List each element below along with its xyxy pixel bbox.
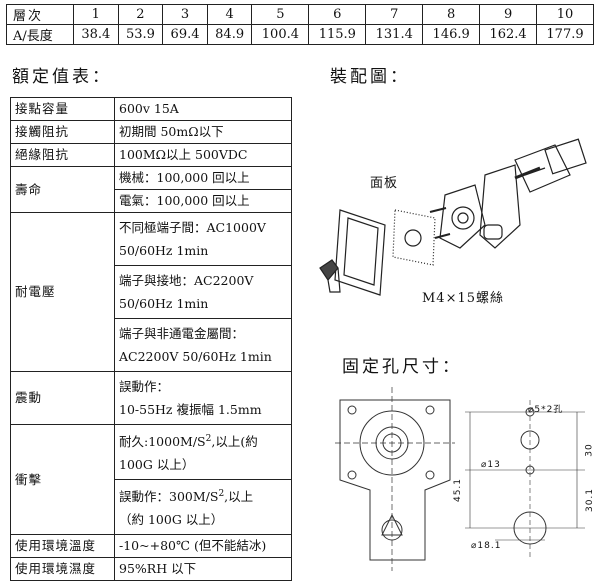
spec-row: 接點容量 600v 15A [10, 97, 292, 121]
spec-text: ,以上 [224, 489, 254, 505]
mounting-hole-dimensions [465, 400, 585, 560]
dim-h30b: 30.1 [585, 487, 596, 513]
spec-value: 耐久:1000M/S2,以上(約 100G 以上） [114, 423, 292, 481]
spec-value: 95%RH 以下 [114, 557, 292, 581]
spec-label: 使用環境溫度 [10, 534, 115, 559]
spec-label: 衝擊 [10, 423, 115, 536]
spec-row: 電氣：100,000 回以上 [11, 189, 292, 213]
spec-line: 誤動作：300M/S2,以上 [119, 483, 287, 508]
spec-line: 不同極端子間：AC1000V [119, 220, 266, 235]
level-cell: 9 [479, 4, 538, 25]
spec-text: 耐久:1000M/S [119, 434, 206, 450]
spec-row: 絕緣阻抗 100MΩ以上 500VDC [10, 143, 292, 167]
spec-text: ,以上(約 [211, 434, 258, 450]
level-cell: 2 [117, 4, 164, 25]
spec-label: 接觸阻抗 [10, 120, 115, 144]
mount-title: 固定孔尺寸： [342, 357, 462, 377]
spec-value: 600v 15A [114, 97, 292, 121]
spec-value: 誤動作： 10-55Hz 複振幅 1.5mm [114, 371, 292, 425]
spec-label: 接點容量 [10, 97, 115, 121]
spec-line: AC2200V 50/60Hz 1min [119, 349, 272, 364]
spec-value: 100MΩ以上 500VDC [114, 143, 292, 167]
length-cell: 162.4 [479, 24, 538, 45]
length-cell: 131.4 [365, 24, 424, 45]
spec-label: 絕緣阻抗 [10, 143, 115, 167]
length-cell: 100.4 [251, 24, 310, 45]
length-header: A/長度 [6, 24, 74, 45]
panel-label: 面板 [370, 176, 399, 191]
level-header: 層次 [6, 4, 74, 25]
spec-line: 耐久:1000M/S2,以上(約 [119, 428, 287, 453]
spec-row: 端子與接地：AC2200V 50/60Hz 1min [11, 265, 292, 319]
level-cell: 6 [308, 4, 367, 25]
level-cell: 4 [206, 4, 253, 25]
length-cell: 84.9 [206, 24, 253, 45]
spec-value: 電氣：100,000 回以上 [114, 189, 292, 213]
spec-line: 10-55Hz 複振幅 1.5mm [119, 402, 262, 417]
spec-value: 誤動作：300M/S2,以上（約 100G 以上） [114, 479, 292, 536]
spec-line: （約 100G 以上） [119, 512, 224, 528]
spec-value: 端子與接地：AC2200V 50/60Hz 1min [114, 265, 292, 319]
assembly-title: 裝配圖： [330, 67, 410, 87]
length-cell: 53.9 [117, 24, 164, 45]
spec-line: 誤動作： [119, 379, 170, 394]
level-cell: 8 [422, 4, 481, 25]
ratings-table: 接點容量 600v 15A 接觸阻抗 初期間 50mΩ以下 絕緣阻抗 100MΩ… [10, 97, 292, 581]
spec-text: 誤動作：300M/S [119, 489, 219, 505]
length-cell: 115.9 [308, 24, 367, 45]
spec-line: 端子與接地：AC2200V [119, 273, 254, 288]
spec-row: 接觸阻抗 初期間 50mΩ以下 [10, 120, 292, 144]
spec-label: 壽命 [10, 166, 115, 213]
spec-row: 端子與非通電金屬間： AC2200V 50/60Hz 1min [11, 318, 292, 372]
spec-line: 50/60Hz 1min [119, 243, 209, 258]
spec-value: 端子與非通電金屬間： AC2200V 50/60Hz 1min [114, 318, 292, 372]
level-row: 層次 1 2 3 4 5 6 7 8 9 10 [6, 4, 594, 25]
spec-value: 初期間 50mΩ以下 [114, 120, 292, 144]
level-cell: 5 [251, 4, 310, 25]
spec-value: 機械：100,000 回以上 [114, 166, 292, 190]
dim-h45: 45.1 [453, 477, 464, 503]
spec-exponent: 2 [205, 434, 212, 444]
spec-row: 耐電壓 不同極端子間：AC1000V 50/60Hz 1min [10, 212, 292, 372]
spec-label: 耐電壓 [10, 212, 115, 372]
spec-line: 端子與非通電金屬間： [119, 326, 245, 341]
length-cell: 69.4 [162, 24, 208, 45]
length-cell: 146.9 [422, 24, 481, 45]
level-cell: 10 [536, 4, 594, 25]
spec-row: 使用環境濕度 95%RH 以下 [10, 557, 292, 581]
level-cell: 1 [73, 4, 119, 25]
assembly-drawing [319, 138, 587, 296]
spec-value: 不同極端子間：AC1000V 50/60Hz 1min [114, 212, 292, 266]
dim-d13: ⌀13 [481, 460, 501, 470]
length-row: A/長度 38.4 53.9 69.4 84.9 100.4 115.9 131… [6, 24, 594, 45]
dim-d18: ⌀18.1 [471, 541, 502, 551]
spec-line: 100G 以上） [119, 457, 195, 473]
ratings-title: 額定值表： [12, 67, 112, 87]
mounting-outline-drawing [335, 387, 455, 571]
screw-label: M4×15螺絲 [422, 291, 505, 306]
spec-exponent: 2 [218, 489, 225, 500]
spec-line: 50/60Hz 1min [119, 296, 209, 311]
spec-label: 震動 [10, 371, 115, 425]
level-cell: 7 [365, 4, 424, 25]
length-cell: 177.9 [536, 24, 594, 45]
dim-small-hole: ⌀5*2孔 [528, 405, 564, 415]
spec-row: 震動 誤動作： 10-55Hz 複振幅 1.5mm [10, 371, 292, 425]
spec-row: 壽命 機械：100,000 回以上 [10, 166, 292, 213]
level-length-table: 層次 1 2 3 4 5 6 7 8 9 10 A/長度 38.4 53.9 6… [6, 4, 594, 45]
spec-value: -10~+80℃ (但不能結冰) [114, 534, 292, 559]
length-cell: 38.4 [73, 24, 119, 45]
spec-label: 使用環境濕度 [10, 557, 115, 581]
dim-h30a: 30 [584, 443, 595, 457]
level-cell: 3 [162, 4, 208, 25]
spec-row: 誤動作：300M/S2,以上（約 100G 以上） [11, 479, 292, 536]
spec-row: 使用環境溫度 -10~+80℃ (但不能結冰) [10, 534, 292, 559]
